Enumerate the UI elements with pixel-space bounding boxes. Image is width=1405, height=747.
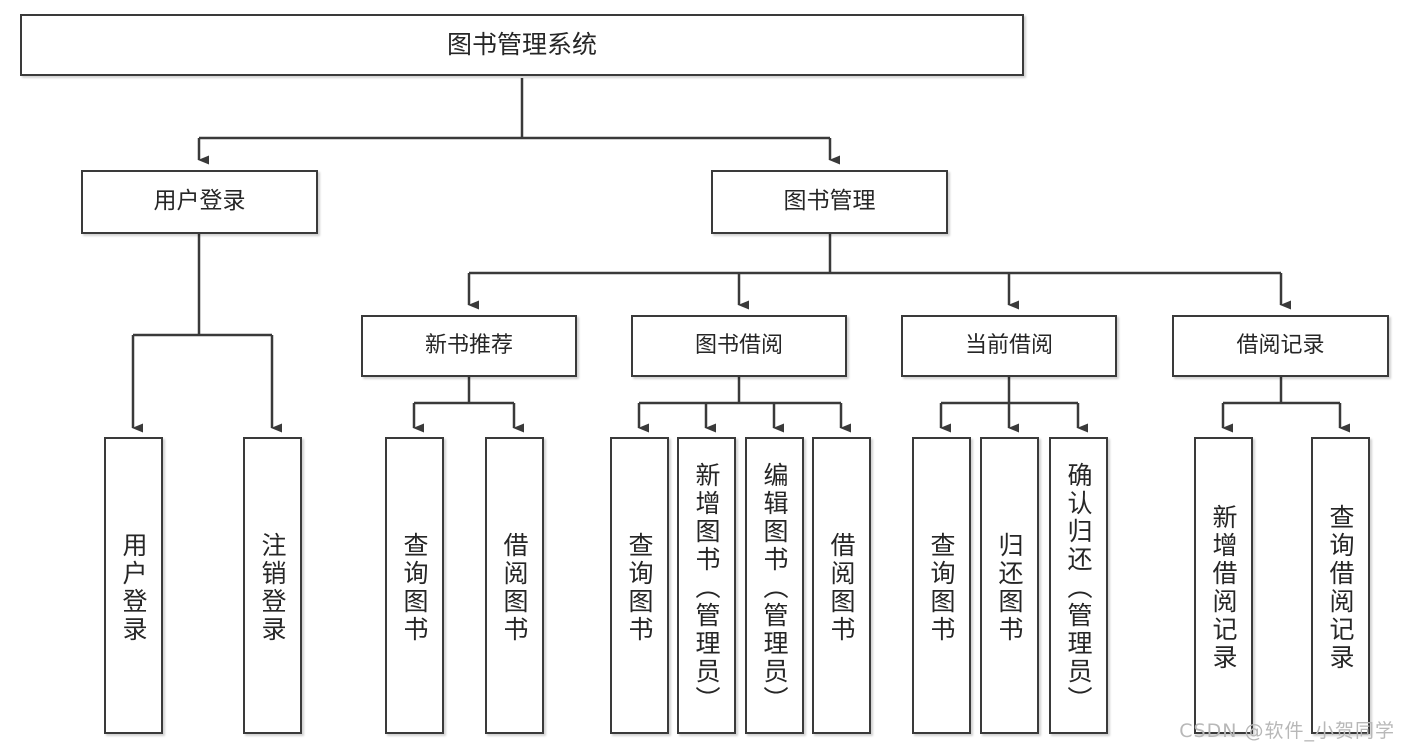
- node-leaf-query-book-2[interactable]: 查询图书: [610, 437, 669, 734]
- node-leaf-add-book-label: 新增图书（管理员）: [692, 461, 721, 714]
- node-leaf-logout-login[interactable]: 注销登录: [243, 437, 302, 734]
- node-leaf-query-record[interactable]: 查询借阅记录: [1311, 437, 1370, 734]
- node-book-manage-label: 图书管理: [783, 188, 876, 215]
- node-current-borrow-label: 当前借阅: [964, 333, 1053, 359]
- node-leaf-edit-book-label: 编辑图书（管理员）: [760, 461, 789, 714]
- node-leaf-borrow-book-2-label: 借阅图书: [827, 531, 856, 644]
- node-leaf-query-book-3[interactable]: 查询图书: [912, 437, 971, 734]
- node-leaf-confirm-return[interactable]: 确认归还（管理员）: [1049, 437, 1108, 734]
- node-user-login-label: 用户登录: [153, 188, 246, 215]
- node-leaf-add-record[interactable]: 新增借阅记录: [1194, 437, 1253, 734]
- node-leaf-borrow-book-1[interactable]: 借阅图书: [485, 437, 544, 734]
- node-leaf-query-book-1[interactable]: 查询图书: [385, 437, 444, 734]
- node-leaf-user-login-label: 用户登录: [119, 531, 148, 644]
- node-borrow-record-label: 借阅记录: [1236, 333, 1325, 359]
- node-book-manage[interactable]: 图书管理: [711, 170, 948, 234]
- node-root-label: 图书管理系统: [446, 30, 597, 60]
- node-root[interactable]: 图书管理系统: [20, 14, 1024, 76]
- node-leaf-confirm-return-label: 确认归还（管理员）: [1064, 461, 1093, 714]
- node-book-borrow-label: 图书借阅: [694, 333, 783, 359]
- node-leaf-add-record-label: 新增借阅记录: [1209, 503, 1238, 672]
- node-leaf-query-book-1-label: 查询图书: [400, 531, 429, 644]
- node-leaf-edit-book[interactable]: 编辑图书（管理员）: [745, 437, 804, 734]
- node-current-borrow[interactable]: 当前借阅: [901, 315, 1117, 377]
- node-leaf-query-book-3-label: 查询图书: [927, 531, 956, 644]
- node-leaf-return-book-label: 归还图书: [995, 531, 1024, 644]
- node-user-login[interactable]: 用户登录: [81, 170, 318, 234]
- node-leaf-borrow-book-1-label: 借阅图书: [500, 531, 529, 644]
- node-leaf-query-record-label: 查询借阅记录: [1326, 503, 1355, 672]
- node-new-book-rec[interactable]: 新书推荐: [361, 315, 577, 377]
- node-leaf-logout-login-label: 注销登录: [258, 531, 287, 644]
- node-borrow-record[interactable]: 借阅记录: [1172, 315, 1389, 377]
- node-leaf-add-book[interactable]: 新增图书（管理员）: [677, 437, 736, 734]
- node-leaf-query-book-2-label: 查询图书: [625, 531, 654, 644]
- node-book-borrow[interactable]: 图书借阅: [631, 315, 847, 377]
- node-leaf-user-login[interactable]: 用户登录: [104, 437, 163, 734]
- node-leaf-return-book[interactable]: 归还图书: [980, 437, 1039, 734]
- node-leaf-borrow-book-2[interactable]: 借阅图书: [812, 437, 871, 734]
- node-new-book-rec-label: 新书推荐: [424, 333, 513, 359]
